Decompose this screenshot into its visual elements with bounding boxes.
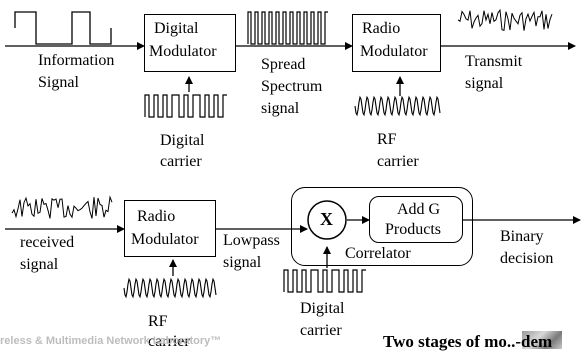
lab-name-footer: reless & Multimedia Network Laboratory™ (0, 335, 222, 347)
information-signal-waveform (14, 11, 112, 45)
digital-modulator-label-1: Digital (154, 20, 199, 37)
lowpass-signal-label-1: Lowpass (223, 232, 280, 249)
add-g-products-label-2: Products (385, 221, 441, 238)
radio-modulator-box-top: Radio Modulator (352, 14, 441, 72)
correlator-box (291, 187, 473, 266)
digital-carrier-label-top-1: Digital (160, 132, 205, 149)
digital-carrier-waveform-top (144, 94, 227, 118)
digital-carrier-label-top-2: carrier (160, 153, 202, 170)
rf-carrier-waveform-top (354, 95, 441, 117)
transmit-signal-label-2: signal (465, 75, 504, 92)
spread-spectrum-waveform (247, 11, 328, 45)
radio-modulator-bottom-label-1: Radio (137, 208, 176, 225)
digital-carrier-waveform-bottom (283, 269, 366, 293)
radio-modulator-label-1: Radio (362, 20, 401, 37)
radio-modulator-box-bottom: Radio Modulator (124, 200, 216, 257)
digital-modulator-label-2: Modulator (149, 43, 217, 60)
spread-spectrum-label-3: signal (261, 100, 300, 117)
rf-carrier-label-top-1: RF (377, 131, 397, 148)
rf-carrier-waveform-bottom (123, 277, 217, 299)
add-g-products-label-1: Add G (397, 201, 441, 218)
radio-modulator-bottom-label-2: Modulator (131, 231, 199, 248)
slide-caption: Two stages of mo..-dem (383, 332, 553, 351)
rf-carrier-label-bottom-1: RF (148, 313, 168, 330)
correlator-label: Correlator (345, 245, 411, 262)
information-signal-label-1: Information (38, 52, 115, 69)
received-signal-label-2: signal (20, 256, 59, 273)
digital-carrier-label-bottom-1: Digital (300, 300, 345, 317)
digital-modulator-box: Digital Modulator (144, 14, 236, 72)
multiplier-label: X (320, 209, 333, 229)
digital-carrier-label-bottom-2: carrier (300, 322, 342, 339)
spread-spectrum-label-1: Spread (261, 56, 306, 73)
spread-spectrum-label-2: Spectrum (261, 78, 323, 95)
transmit-signal-waveform (457, 8, 553, 31)
rf-carrier-label-bottom-2: carrier (148, 333, 190, 350)
information-signal-label-2: Signal (38, 74, 79, 91)
rf-carrier-label-top-2: carrier (377, 153, 419, 170)
received-signal-label-1: received (20, 234, 75, 251)
binary-decision-label-2: decision (500, 250, 554, 267)
lowpass-signal-label-2: signal (223, 254, 262, 271)
logo-fragment (522, 331, 562, 349)
radio-modulator-label-2: Modulator (360, 43, 428, 60)
multiplier-circle (307, 200, 347, 240)
binary-decision-label-1: Binary (500, 228, 544, 245)
transmit-signal-label-1: Transmit (465, 53, 523, 70)
received-signal-waveform (11, 195, 113, 219)
add-g-products-box: Add G Products (369, 196, 463, 243)
